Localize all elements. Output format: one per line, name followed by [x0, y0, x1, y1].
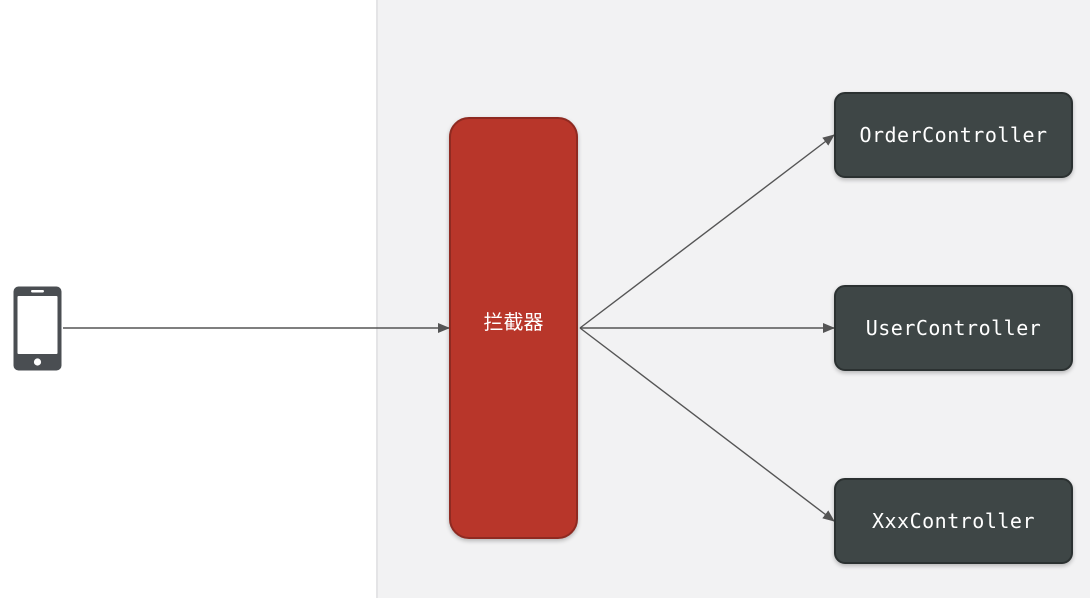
controller-label: OrderController: [859, 123, 1048, 147]
interceptor-label: 拦截器: [483, 309, 544, 334]
controller-box-order: OrderController: [834, 92, 1073, 178]
controller-box-xxx: XxxController: [834, 478, 1073, 564]
smartphone-icon: [13, 286, 62, 371]
controller-label: UserController: [865, 316, 1042, 340]
controller-label: XxxController: [871, 509, 1036, 533]
controller-box-user: UserController: [834, 285, 1073, 371]
interceptor-box: 拦截器: [449, 117, 578, 539]
